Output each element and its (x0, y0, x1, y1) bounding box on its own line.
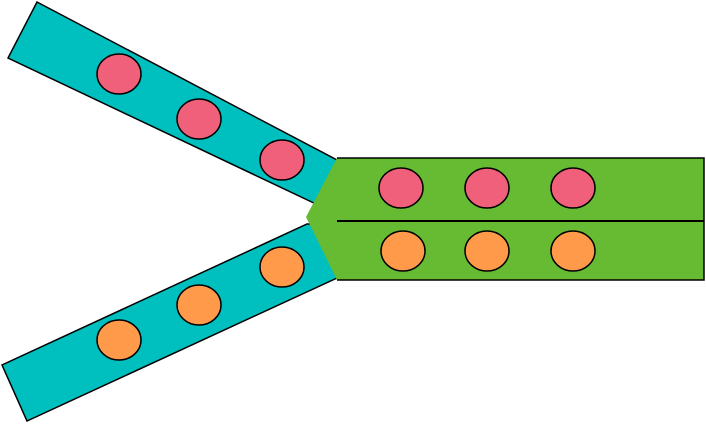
orange-particle (550, 230, 596, 272)
orange-particle (259, 246, 305, 288)
orange-particle (96, 319, 142, 361)
pink-particle (464, 167, 510, 209)
orange-particle (176, 284, 222, 326)
pink-particle (259, 139, 305, 181)
pink-particle (550, 167, 596, 209)
pink-particle (176, 98, 222, 140)
pink-particle (378, 167, 424, 209)
orange-particle (380, 230, 426, 272)
particles (96, 53, 596, 361)
orange-particle (464, 230, 510, 272)
upper-inlet-channel (6, 0, 338, 216)
pink-particle (96, 53, 142, 95)
outlet-outline (337, 157, 705, 281)
